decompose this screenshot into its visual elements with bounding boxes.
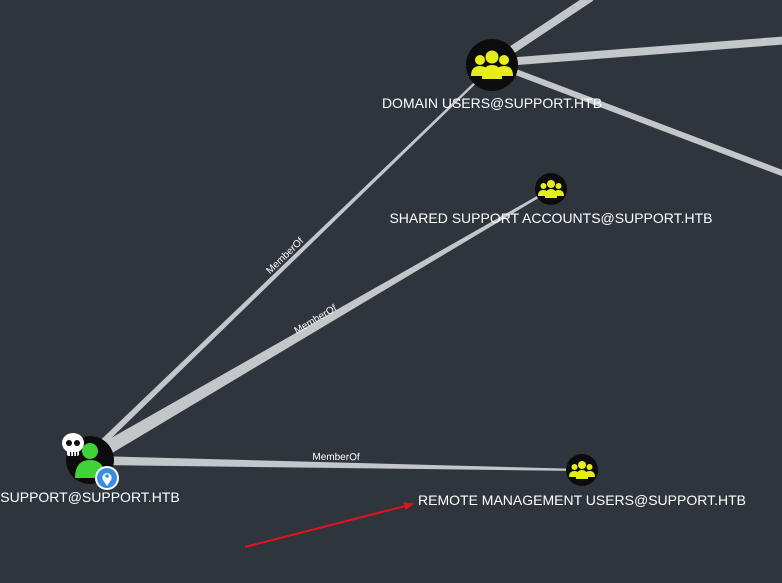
edge-memberof-remote-mgmt[interactable]: MemberOf bbox=[95, 452, 582, 471]
edge-line[interactable] bbox=[85, 65, 493, 455]
location-pin-icon bbox=[95, 466, 119, 490]
node-label: DOMAIN USERS@SUPPORT.HTB bbox=[382, 95, 602, 111]
edge-line[interactable] bbox=[491, 36, 782, 67]
edge-label-memberof: MemberOf bbox=[312, 452, 360, 463]
group-icon bbox=[569, 461, 595, 479]
node-domain-users[interactable]: DOMAIN USERS@SUPPORT.HTB bbox=[382, 39, 602, 111]
group-icon bbox=[538, 180, 564, 198]
offscreen-edges bbox=[488, 0, 782, 177]
node-label: REMOTE MANAGEMENT USERS@SUPPORT.HTB bbox=[418, 492, 746, 508]
group-icon bbox=[471, 50, 513, 79]
node-label: SHARED SUPPORT ACCOUNTS@SUPPORT.HTB bbox=[389, 210, 712, 226]
red-arrow-icon bbox=[244, 502, 414, 548]
node-shared-support-accounts[interactable]: SHARED SUPPORT ACCOUNTS@SUPPORT.HTB bbox=[389, 173, 713, 226]
edge-label-memberof: MemberOf bbox=[264, 236, 306, 277]
node-remote-management-users[interactable]: REMOTE MANAGEMENT USERS@SUPPORT.HTB bbox=[418, 454, 746, 508]
edge-line[interactable] bbox=[95, 456, 582, 471]
skull-icon bbox=[62, 433, 84, 456]
edge-line[interactable] bbox=[90, 188, 552, 462]
node-label: SUPPORT@SUPPORT.HTB bbox=[0, 489, 179, 505]
edge-line[interactable] bbox=[490, 60, 782, 177]
node-support-user[interactable]: SUPPORT@SUPPORT.HTB bbox=[0, 433, 180, 505]
